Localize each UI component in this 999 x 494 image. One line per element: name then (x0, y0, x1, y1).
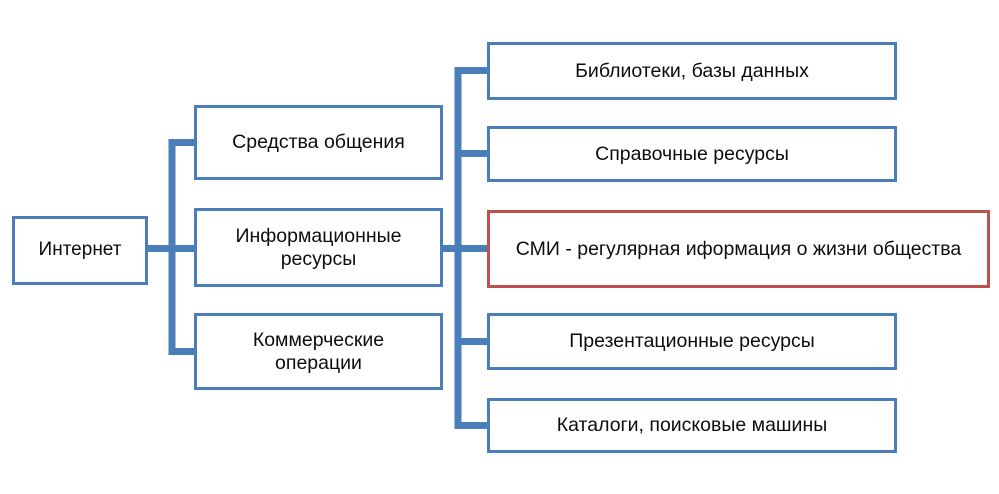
node-resource-prezentacionnye-resursy[interactable]: Презентационные ресурсы (487, 313, 897, 370)
node-root-internet[interactable]: Интернет (12, 216, 148, 285)
node-resource-biblioteki-bazy-dannyh[interactable]: Библиотеки, базы данных (487, 42, 897, 100)
node-resource-label: СМИ - регулярная иформация о жизни общес… (515, 237, 962, 260)
node-branch-kommercheskie-operacii[interactable]: Коммерческие операции (194, 313, 443, 390)
node-resource-spravochnye-resursy[interactable]: Справочные ресурсы (487, 126, 897, 182)
node-resource-label: Библиотеки, базы данных (575, 59, 809, 82)
node-resource-label: Каталоги, поисковые машины (556, 414, 828, 436)
node-root-label: Интернет (38, 239, 122, 261)
node-resource-label: Справочные ресурсы (595, 142, 789, 165)
node-resource-smi-highlighted[interactable]: СМИ - регулярная иформация о жизни общес… (487, 210, 990, 288)
node-branch-sredstva-obscheniya[interactable]: Средства общения (194, 105, 443, 180)
node-branch-label: Коммерческие операции (252, 328, 385, 374)
node-branch-informacionnye-resursy[interactable]: Информационные ресурсы (194, 208, 443, 287)
node-resource-katalogi-poiskovye-mashiny[interactable]: Каталоги, поисковые машины (487, 398, 897, 453)
node-branch-label: Средства общения (232, 131, 405, 153)
node-branch-label: Информационные ресурсы (235, 224, 402, 270)
node-resource-label: Презентационные ресурсы (569, 330, 815, 352)
